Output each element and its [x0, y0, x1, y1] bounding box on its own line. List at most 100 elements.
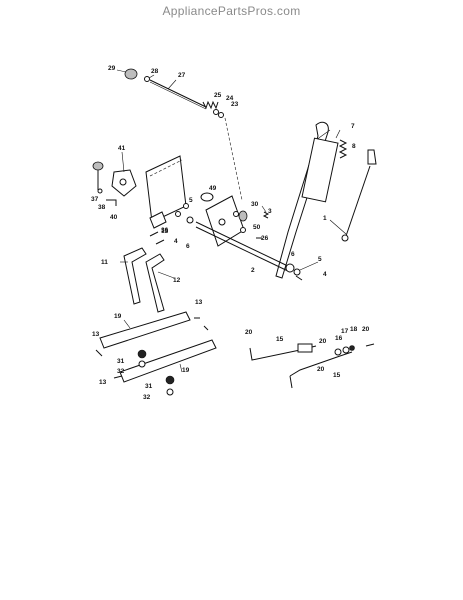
label-41: 41 — [118, 145, 126, 152]
label-13-c: 13 — [92, 331, 100, 338]
label-20-a: 20 — [245, 329, 253, 336]
label-25: 25 — [214, 92, 222, 99]
label-23: 23 — [231, 101, 239, 108]
label-2: 2 — [251, 267, 255, 274]
label-5-a: 5 — [189, 197, 193, 204]
part-labels: 29 28 27 25 24 23 7 8 41 49 5 30 3 1 37 … — [91, 65, 370, 401]
label-49: 49 — [209, 185, 217, 192]
label-13-d: 13 — [99, 379, 107, 386]
part-15-rod-a — [297, 343, 313, 353]
label-12: 12 — [173, 277, 181, 284]
cam-assembly — [92, 161, 167, 229]
part-29-bushing — [124, 68, 138, 80]
label-20-c: 20 — [362, 326, 370, 333]
label-28: 28 — [151, 68, 159, 75]
lift-links — [123, 231, 165, 313]
rod-assembly — [249, 343, 375, 389]
part-4-pin-b — [295, 275, 303, 281]
label-19-b: 19 — [182, 367, 190, 374]
part-31-nut-b — [165, 375, 175, 385]
label-40: 40 — [110, 214, 118, 221]
part-25-spring — [202, 100, 219, 110]
part-19-bracket-b — [119, 339, 217, 383]
label-32-a: 32 — [117, 368, 125, 375]
part-8-knob — [367, 149, 377, 165]
leader-lines — [116, 69, 347, 373]
label-32-b: 32 — [143, 394, 151, 401]
part-17-nut — [342, 346, 350, 354]
part-27-rod — [149, 79, 207, 108]
part-40-pin — [106, 199, 117, 206]
label-31-a: 31 — [117, 358, 125, 365]
part-31-nut-a — [137, 349, 147, 359]
label-20-b: 20 — [319, 338, 327, 345]
part-4-pin-a — [175, 211, 181, 217]
part-24-washer — [213, 109, 219, 115]
label-50: 50 — [253, 224, 261, 231]
bracket-plate — [145, 155, 270, 247]
label-27: 27 — [178, 72, 186, 79]
label-3: 3 — [268, 208, 272, 215]
part-23-nut — [218, 112, 224, 118]
part-3-pin — [262, 211, 270, 219]
part-19-bracket-a — [99, 311, 191, 349]
part-7-spring — [338, 139, 348, 159]
part-1-rod — [345, 165, 371, 237]
label-37: 37 — [91, 196, 99, 203]
label-13-b: 13 — [195, 299, 203, 306]
part-16-washer — [334, 348, 342, 356]
label-26: 26 — [261, 235, 269, 242]
spring-rod-assembly — [124, 68, 243, 201]
hanger-brackets — [95, 311, 217, 396]
label-18: 18 — [350, 326, 358, 333]
part-5-clip-b — [293, 268, 301, 276]
part-18-nut — [349, 345, 355, 351]
part-13-pin-c — [95, 349, 103, 357]
label-4-b: 4 — [323, 271, 327, 278]
label-20-d: 20 — [317, 366, 325, 373]
part-37-knob — [92, 161, 104, 171]
label-29: 29 — [108, 65, 116, 72]
part-32-washer-a — [138, 360, 146, 368]
part-13-pins-b — [194, 317, 209, 331]
part-11-link — [123, 247, 147, 305]
part-32-washer-b — [166, 388, 174, 396]
cross-shaft — [175, 211, 303, 281]
label-30: 30 — [251, 201, 259, 208]
part-20-pin — [365, 343, 375, 347]
part-6-washer-a — [186, 216, 194, 224]
label-11: 11 — [101, 259, 108, 266]
label-6-a: 6 — [186, 243, 190, 250]
label-13-a: 13 — [161, 228, 169, 235]
label-31-b: 31 — [145, 383, 153, 390]
label-19-a: 19 — [114, 313, 122, 320]
dash-guide-1 — [224, 117, 243, 201]
label-24: 24 — [226, 95, 234, 102]
part-5-clip — [183, 203, 189, 209]
label-16: 16 — [335, 335, 343, 342]
label-15-a: 15 — [276, 336, 284, 343]
part-30-bushing — [238, 210, 248, 222]
part-49-washer — [200, 192, 214, 202]
part-13-pin-d — [113, 375, 123, 379]
part-6-washer-b — [285, 263, 295, 273]
label-1: 1 — [323, 215, 327, 222]
label-7: 7 — [351, 123, 355, 130]
watermark-text: AppliancePartsPros.com — [162, 4, 301, 18]
label-15-b: 15 — [333, 372, 341, 379]
part-28-nut — [144, 76, 150, 82]
part-36-bracket — [149, 211, 167, 229]
label-6-b: 6 — [291, 251, 295, 258]
label-8: 8 — [352, 143, 356, 150]
part-50-nut — [240, 227, 246, 233]
lift-handle — [275, 121, 377, 279]
label-36: 36 — [161, 227, 169, 234]
part-13-pins-a — [149, 231, 165, 245]
handle-grip — [301, 137, 339, 203]
label-5-b: 5 — [318, 256, 322, 263]
label-17: 17 — [341, 328, 349, 335]
label-4-a: 4 — [174, 238, 178, 245]
part-12-link — [145, 253, 165, 313]
label-38: 38 — [98, 204, 106, 211]
